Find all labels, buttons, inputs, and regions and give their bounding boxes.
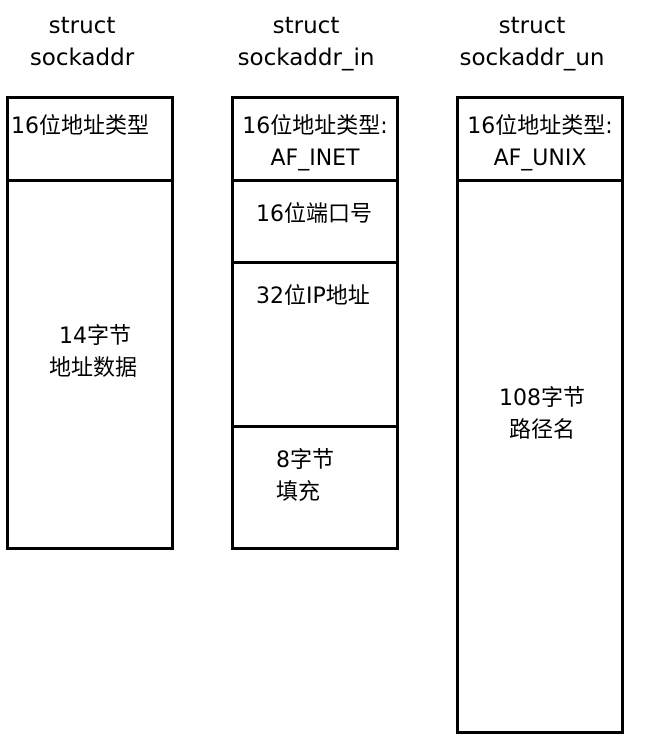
- field-label: 16位地址类型:: [467, 114, 613, 139]
- field-value: AF_UNIX: [493, 146, 587, 171]
- field-label: 填充: [276, 480, 321, 505]
- field-label: 16位地址类型: [11, 114, 149, 139]
- field-label: 路径名: [509, 418, 576, 443]
- sockaddr-data-field: 14字节 地址数据: [9, 321, 171, 385]
- field-label: 8字节: [276, 448, 334, 473]
- sockaddr-un-path-field: 108字节 路径名: [459, 383, 621, 447]
- field-label: 32位IP地址: [256, 284, 370, 309]
- struct-sockaddr-title: struct sockaddr: [22, 10, 142, 74]
- sockaddr-in-padding-field: 8字节 填充: [234, 445, 396, 509]
- sockaddr-box: 16位地址类型 14字节 地址数据: [6, 96, 174, 550]
- struct-keyword: struct: [498, 13, 566, 39]
- field-label: 16位地址类型:: [242, 114, 388, 139]
- field-label: 108字节: [499, 386, 585, 411]
- sockaddr-family-field: 16位地址类型: [9, 111, 171, 143]
- field-label: 16位端口号: [256, 202, 372, 227]
- sockaddr-in-box: 16位地址类型: AF_INET 16位端口号 32位IP地址 8字节 填充: [231, 96, 399, 550]
- field-label: 地址数据: [49, 356, 138, 381]
- field-divider: [9, 179, 171, 182]
- struct-keyword: struct: [48, 13, 116, 39]
- sockaddr-in-family-field: 16位地址类型: AF_INET: [234, 111, 396, 175]
- field-value: AF_INET: [270, 146, 360, 171]
- field-label: 14字节: [59, 324, 131, 349]
- sockaddr-un-family-field: 16位地址类型: AF_UNIX: [459, 111, 621, 175]
- field-divider: [234, 261, 396, 264]
- sockaddr-un-box: 16位地址类型: AF_UNIX 108字节 路径名: [456, 96, 624, 734]
- struct-sockaddr-in-title: struct sockaddr_in: [225, 10, 387, 74]
- struct-name: sockaddr_in: [237, 45, 375, 71]
- field-divider: [234, 179, 396, 182]
- struct-keyword: struct: [272, 13, 340, 39]
- struct-sockaddr-un-title: struct sockaddr_un: [450, 10, 614, 74]
- field-divider: [459, 179, 621, 182]
- sockaddr-in-port-field: 16位端口号: [234, 199, 396, 231]
- struct-name: sockaddr_un: [459, 45, 605, 71]
- sockaddr-in-addr-field: 32位IP地址: [234, 281, 396, 313]
- field-divider: [234, 425, 396, 428]
- struct-name: sockaddr: [29, 45, 135, 71]
